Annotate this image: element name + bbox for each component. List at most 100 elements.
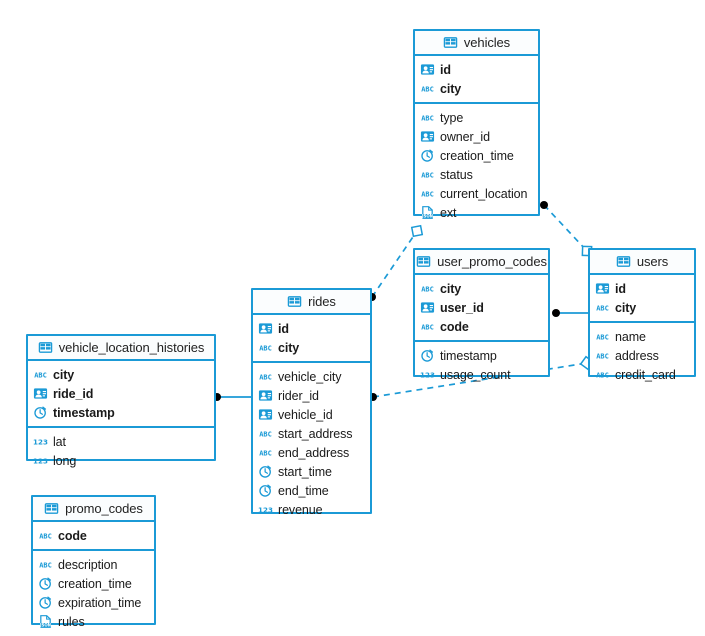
field-row[interactable]: expiration_time [33, 593, 154, 612]
field-name: end_time [278, 483, 329, 498]
entity-header-user_promo_codes[interactable]: user_promo_codes [415, 250, 548, 275]
primary-key-field-row[interactable]: ABC code [415, 317, 548, 336]
table-grid-icon [416, 254, 431, 269]
number-123-icon: 123 [33, 434, 48, 449]
clock-timestamp-icon [258, 483, 273, 498]
field-row[interactable]: end_time [253, 481, 370, 500]
entity-title: vehicles [463, 35, 511, 50]
field-name: expiration_time [58, 595, 142, 610]
field-row[interactable]: start_time [253, 462, 370, 481]
uuid-badge-icon [258, 321, 273, 336]
abc-string-icon: ABC [38, 557, 53, 572]
primary-key-field-row[interactable]: user_id [415, 298, 548, 317]
entity-header-rides[interactable]: rides [253, 290, 370, 315]
table-grid-icon [443, 35, 458, 50]
clock-timestamp-icon [38, 576, 53, 591]
field-name: creation_time [440, 148, 514, 163]
abc-string-icon: ABC [420, 167, 435, 182]
field-row[interactable]: owner_id [415, 127, 538, 146]
field-row[interactable]: ABC description [33, 555, 154, 574]
primary-key-field-row[interactable]: ride_id [28, 384, 214, 403]
svg-text:ABC: ABC [259, 431, 272, 439]
field-name: code [58, 528, 87, 543]
entity-header-vehicles[interactable]: vehicles [415, 31, 538, 56]
uuid-badge-icon [258, 407, 273, 422]
primary-key-field-row[interactable]: id [415, 60, 538, 79]
field-name: vehicle_city [278, 369, 342, 384]
field-name: timestamp [440, 348, 497, 363]
field-name: city [440, 281, 462, 296]
field-name: description [58, 557, 118, 572]
uuid-badge-icon [595, 281, 610, 296]
svg-text:JSON: JSON [421, 214, 433, 219]
entity-header-vehicle_location_histories[interactable]: vehicle_location_histories [28, 336, 214, 361]
primary-key-field-row[interactable]: id [253, 319, 370, 338]
json-document-icon: JSON [420, 205, 435, 220]
abc-string-icon: ABC [595, 367, 610, 382]
field-row[interactable]: ABC start_address [253, 424, 370, 443]
field-row[interactable]: vehicle_id [253, 405, 370, 424]
svg-text:ABC: ABC [259, 450, 272, 458]
field-name: code [440, 319, 469, 334]
field-name: owner_id [440, 129, 490, 144]
field-name: id [440, 62, 451, 77]
entity-header-users[interactable]: users [590, 250, 694, 275]
table-grid-icon [616, 254, 631, 269]
field-row[interactable]: 123 long [28, 451, 214, 470]
entity-header-promo_codes[interactable]: promo_codes [33, 497, 154, 522]
field-row[interactable]: creation_time [33, 574, 154, 593]
primary-key-field-row[interactable]: timestamp [28, 403, 214, 422]
field-name: revenue [278, 502, 323, 517]
number-123-icon: 123 [33, 453, 48, 468]
field-name: rules [58, 614, 85, 629]
clock-timestamp-icon [420, 348, 435, 363]
uuid-badge-icon [420, 300, 435, 315]
field-name: start_address [278, 426, 353, 441]
abc-string-icon: ABC [595, 348, 610, 363]
field-name: long [53, 453, 77, 468]
relationship-vehicle-location-histories-to-rides[interactable] [213, 393, 251, 401]
svg-text:ABC: ABC [421, 324, 434, 332]
field-row[interactable]: rider_id [253, 386, 370, 405]
primary-key-field-row[interactable]: id [590, 279, 694, 298]
abc-string-icon: ABC [258, 426, 273, 441]
uuid-badge-icon [33, 386, 48, 401]
relationship-user-promo-codes-to-users[interactable] [552, 309, 588, 317]
field-row[interactable]: creation_time [415, 146, 538, 165]
table-grid-icon [44, 501, 59, 516]
field-name: ext [440, 205, 457, 220]
entity-title: users [636, 254, 669, 269]
field-name: current_location [440, 186, 528, 201]
field-row[interactable]: JSON ext [415, 203, 538, 222]
abc-string-icon: ABC [258, 445, 273, 460]
field-row[interactable]: timestamp [415, 346, 548, 365]
